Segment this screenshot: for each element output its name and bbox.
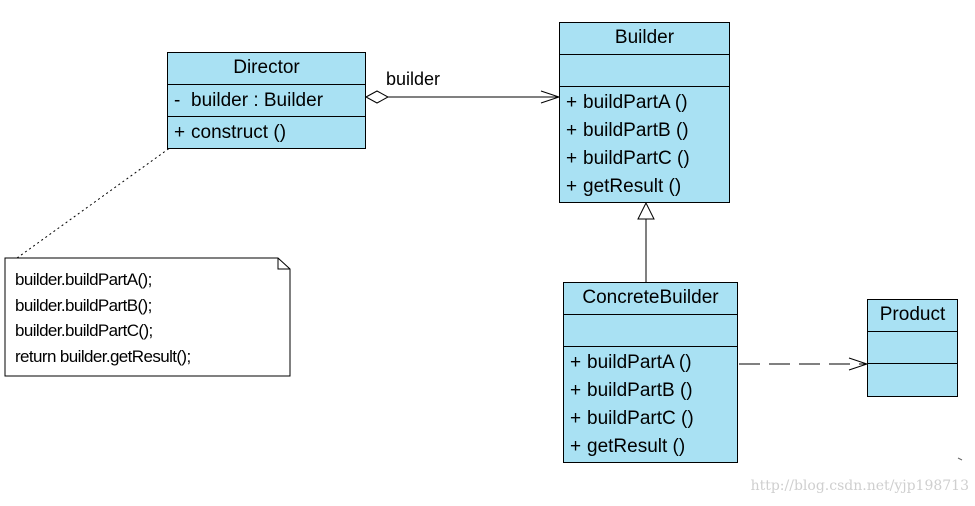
operation-text: buildPartA () (583, 92, 688, 113)
aggregation-arrowhead-icon (540, 90, 561, 104)
attributes-compartment (868, 331, 957, 363)
operation: +buildPartC () (566, 145, 723, 173)
edge-mark (957, 457, 963, 461)
note-line: return builder.getResult(); (15, 346, 191, 366)
class-name: Builder (614, 27, 675, 48)
operation-text: getResult () (583, 176, 682, 197)
operation-text: buildPartC () (583, 148, 690, 169)
dependency-connector[interactable] (739, 357, 869, 371)
attribute-text: builder : Builder (191, 90, 324, 111)
visibility-marker: + (570, 352, 582, 373)
class-concrete-builder[interactable]: ConcreteBuilder +buildPartA () +buildPar… (563, 282, 738, 463)
visibility-marker: + (566, 148, 578, 169)
class-product[interactable]: Product (867, 299, 958, 397)
operation-text: buildPartA () (587, 352, 692, 373)
operation-text: construct () (191, 122, 287, 143)
class-name: Product (879, 304, 946, 325)
operation: +getResult () (570, 433, 731, 461)
operations-compartment: +construct () (168, 116, 365, 149)
operation-text: buildPartB () (583, 120, 689, 141)
class-name: ConcreteBuilder (582, 287, 719, 308)
visibility-marker: + (570, 408, 582, 429)
note[interactable]: builder.buildPartA(); builder.buildPartB… (15, 267, 191, 369)
class-builder[interactable]: Builder +buildPartA () +buildPartB () +b… (559, 22, 730, 203)
visibility-marker: + (570, 380, 582, 401)
dependency-arrowhead-icon (848, 357, 869, 371)
operations-compartment: +buildPartA () +buildPartB () +buildPart… (560, 86, 729, 204)
visibility-marker: + (566, 176, 578, 197)
operations-compartment (868, 363, 957, 397)
attributes-compartment (560, 54, 729, 86)
aggregation-diamond-icon (364, 90, 390, 104)
operation-text: getResult () (587, 436, 686, 457)
note-line: builder.buildPartB(); (15, 295, 152, 315)
attributes-compartment: -builder : Builder (168, 84, 365, 116)
visibility-marker: + (566, 92, 578, 113)
operation-text: buildPartB () (587, 380, 693, 401)
attributes-compartment (564, 314, 737, 346)
operations-compartment: +buildPartA () +buildPartB () +buildPart… (564, 346, 737, 464)
visibility-marker: - (174, 90, 181, 111)
generalization-connector[interactable] (637, 201, 655, 282)
note-line: builder.buildPartC(); (15, 321, 153, 340)
operation: +buildPartB () (570, 377, 731, 405)
generalization-triangle-icon (637, 201, 655, 220)
aggregation-role-label: builder (386, 69, 441, 89)
class-name: Director (233, 57, 300, 78)
visibility-marker: + (174, 122, 186, 143)
visibility-marker: + (570, 436, 582, 457)
operation: +getResult () (566, 173, 723, 201)
aggregation-connector[interactable] (364, 90, 561, 104)
operation: +construct () (174, 119, 359, 147)
class-director[interactable]: Director -builder : Builder +construct (… (167, 52, 366, 149)
attribute: -builder : Builder (174, 87, 359, 115)
operation-text: buildPartC () (587, 408, 694, 429)
operation: +buildPartA () (570, 349, 731, 377)
note-line: builder.buildPartA(); (15, 270, 152, 289)
watermark: http://blog.csdn.net/yjp198713 (750, 478, 969, 494)
operation: +buildPartA () (566, 89, 723, 117)
operation: +buildPartB () (566, 117, 723, 145)
operation: +buildPartC () (570, 405, 731, 433)
note-anchor-line (16, 136, 186, 259)
visibility-marker: + (566, 120, 578, 141)
